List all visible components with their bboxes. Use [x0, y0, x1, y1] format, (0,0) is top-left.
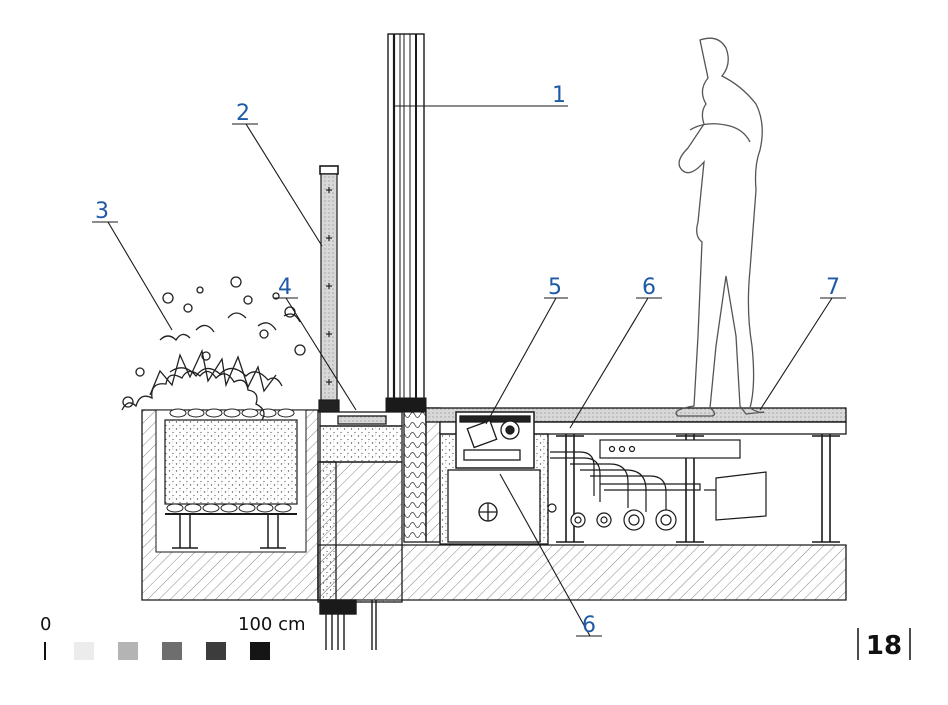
scale-swatches — [74, 642, 270, 660]
scale-swatch — [206, 642, 226, 660]
scale-swatch — [250, 642, 270, 660]
callout-6-bottom: 6 — [582, 613, 596, 638]
callout-7: 7 — [826, 275, 840, 300]
callout-6-top: 6 — [642, 275, 656, 300]
plant-foliage — [121, 276, 306, 421]
page-number-box: 18 — [857, 628, 911, 661]
scale-bar: 0 100 cm — [40, 614, 306, 660]
scale-swatch — [74, 642, 94, 660]
callout-5: 5 — [548, 275, 562, 300]
glass-balustrade — [318, 165, 340, 413]
scale-swatch — [162, 642, 182, 660]
callout-2: 2 — [236, 101, 250, 126]
scale-start-label: 0 — [40, 614, 51, 635]
service-pipes — [547, 439, 767, 531]
callout-leaders — [92, 105, 846, 637]
planter-soil — [164, 408, 298, 549]
callout-4: 4 — [278, 275, 292, 300]
callout-1: 1 — [552, 83, 566, 108]
scale-swatch — [118, 642, 138, 660]
threshold-drain — [319, 407, 441, 601]
callout-3: 3 — [95, 199, 109, 224]
scale-tick — [44, 642, 46, 660]
scale-end-label: 100 cm — [238, 614, 306, 635]
floor-convector — [439, 411, 549, 545]
glazing-mullion — [319, 33, 427, 650]
page-number: 18 — [866, 631, 902, 661]
human-figure — [675, 37, 765, 417]
